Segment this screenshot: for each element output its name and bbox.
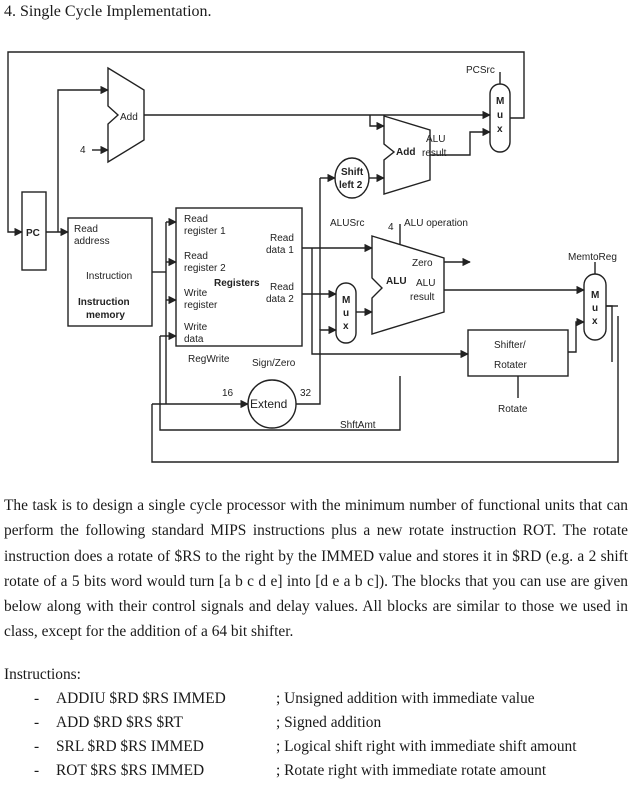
bullet-dash: - <box>34 738 40 755</box>
imem-title-1: Instruction <box>78 297 130 308</box>
main-alu-label: ALU <box>386 276 407 287</box>
branch-add-label: Add <box>396 147 415 158</box>
bullet-dash: - <box>34 690 40 707</box>
reg-wdata-2: data <box>184 334 204 345</box>
pc-adder-label: Add <box>120 112 138 123</box>
bullet-dash: - <box>34 762 40 779</box>
instruction-description: ; Logical shift right with immediate shi… <box>276 738 577 755</box>
reg-read2-2: register 2 <box>184 263 226 274</box>
shftamt-label: ShftAmt <box>340 420 376 431</box>
extend-label: Extend <box>250 397 287 411</box>
instructions-heading: Instructions: <box>4 666 81 683</box>
memtoreg-mux-u: u <box>592 303 598 314</box>
alusrc-mux-m: M <box>342 295 350 306</box>
shifter-label-2: Rotater <box>494 360 527 371</box>
shifter-label-1: Shifter/ <box>494 340 526 351</box>
instruction-code: ROT $RS $RS IMMED <box>56 762 205 779</box>
pcsrc-mux-x: x <box>497 124 503 135</box>
reg-write-2: register <box>184 300 218 311</box>
shift-left-2-unit <box>334 157 370 199</box>
task-description: The task is to design a single cycle pro… <box>4 497 628 641</box>
main-alu-result-2: result <box>410 292 435 303</box>
imem-read-1: Read <box>74 224 98 235</box>
reg-read1-2: register 1 <box>184 226 226 237</box>
alu-result-label-1: ALU <box>426 134 445 145</box>
pcsrc-mux-m: M <box>496 96 504 107</box>
page-heading: 4. Single Cycle Implementation. <box>4 3 212 20</box>
reg-read1-1: Read <box>184 214 208 225</box>
thirtytwo-label: 32 <box>300 388 312 399</box>
instruction-description: ; Signed addition <box>276 714 382 731</box>
shift-left-label-2: left 2 <box>339 180 363 191</box>
pc-label: PC <box>26 228 40 239</box>
bullet-dash: - <box>34 714 40 731</box>
zero-label: Zero <box>412 258 433 269</box>
sixteen-label: 16 <box>222 388 234 399</box>
rotate-label: Rotate <box>498 404 528 415</box>
datapath-diagram: PCSrc Add 4 Add ALU result Shift left 2 … <box>7 51 619 463</box>
instruction-description: ; Rotate right with immediate rotate amo… <box>276 762 547 779</box>
pc-adder <box>107 66 145 164</box>
alu-result-label-2: result <box>422 148 447 159</box>
instruction-code: SRL $RD $RS IMMED <box>56 738 204 755</box>
instruction-description: ; Unsigned addition with immediate value <box>276 690 535 707</box>
signzero-label: Sign/Zero <box>252 358 296 369</box>
pcsrc-label: PCSrc <box>466 65 495 76</box>
reg-title: Registers <box>214 278 260 289</box>
reg-read2-1: Read <box>184 251 208 262</box>
instruction-code: ADDIU $RD $RS IMMED <box>56 690 226 707</box>
register-file <box>175 207 303 347</box>
memtoreg-mux-x: x <box>592 316 598 327</box>
imem-instruction: Instruction <box>86 271 132 282</box>
memtoreg-label: MemtoReg <box>568 252 617 263</box>
instruction-code: ADD $RD $RS $RT <box>56 714 183 731</box>
imem-title-2: memory <box>86 310 125 321</box>
alusrc-label: ALUSrc <box>330 218 364 229</box>
main-alu-result-1: ALU <box>416 278 435 289</box>
imem-read-2: address <box>74 236 110 247</box>
alu-operation-label: ALU operation <box>404 218 468 229</box>
shift-left-label-1: Shift <box>341 167 364 178</box>
reg-rdata1-1: Read <box>270 233 294 244</box>
alusrc-mux <box>335 282 357 344</box>
reg-write-1: Write <box>184 288 208 299</box>
regwrite-label: RegWrite <box>188 354 230 365</box>
four-label: 4 <box>80 145 86 156</box>
reg-rdata1-2: data 1 <box>266 245 294 256</box>
alusrc-mux-x: x <box>343 321 349 332</box>
memtoreg-mux-m: M <box>591 290 599 301</box>
pcsrc-mux-u: u <box>497 110 503 121</box>
alusrc-mux-u: u <box>343 308 349 319</box>
reg-rdata2-1: Read <box>270 282 294 293</box>
alu-op-num: 4 <box>388 222 394 233</box>
reg-wdata-1: Write <box>184 322 208 333</box>
reg-rdata2-2: data 2 <box>266 294 294 305</box>
